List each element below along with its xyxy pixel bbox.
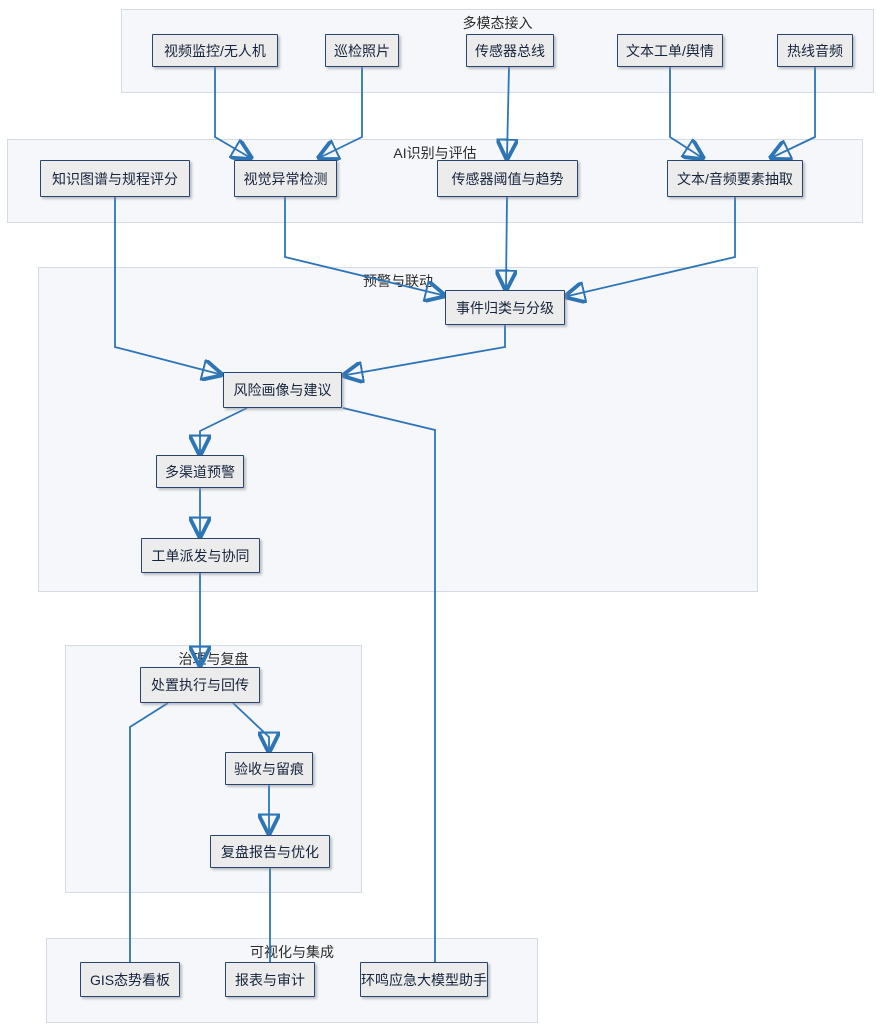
node-ticket-dispatch-collab: 工单派发与协同 xyxy=(141,538,260,573)
node-report-audit: 报表与审计 xyxy=(225,962,315,997)
group-title-multimodal-ingest: 多模态接入 xyxy=(462,15,533,31)
group-title-ai-recognition: AI识别与评估 xyxy=(393,145,477,161)
node-sensor-threshold-trend: 传感器阈值与趋势 xyxy=(437,160,578,197)
edge-ticket-to-extract xyxy=(669,67,701,157)
node-multichannel-warning: 多渠道预警 xyxy=(156,455,244,488)
node-llm-assistant: 环鸣应急大模型助手 xyxy=(360,962,488,997)
node-gis-dashboard: GIS态势看板 xyxy=(80,962,180,997)
edge-execute-to-gis xyxy=(129,702,169,962)
edge-threshold-to-classify xyxy=(506,196,507,287)
node-event-classification: 事件归类与分级 xyxy=(445,290,565,325)
group-warning-linkage: 预警与联动 xyxy=(38,267,758,592)
edge-execute-to-accept xyxy=(232,702,269,749)
node-visual-anomaly-detection: 视觉异常检测 xyxy=(234,160,337,197)
edge-hotline-to-extract xyxy=(773,67,816,157)
node-video-surveillance-drone: 视频监控/无人机 xyxy=(152,34,278,67)
edge-video-to-visual xyxy=(214,67,249,157)
node-acceptance-trace: 验收与留痕 xyxy=(225,752,313,785)
edge-risk-to-assistant xyxy=(342,407,436,962)
edge-extract-to-classify xyxy=(568,197,736,296)
group-title-warning-linkage: 预警与联动 xyxy=(363,273,433,289)
group-title-visualization-integration: 可视化与集成 xyxy=(250,944,334,960)
node-knowledge-graph-scoring: 知识图谱与规程评分 xyxy=(40,160,190,197)
edge-classify-to-risk xyxy=(346,325,506,375)
node-risk-profile-suggestion: 风险画像与建议 xyxy=(223,372,342,408)
edge-sensorbus-to-threshold xyxy=(507,66,509,156)
node-text-audio-extraction: 文本/音频要素抽取 xyxy=(667,160,803,197)
node-text-ticket-opinion: 文本工单/舆情 xyxy=(617,34,723,67)
node-hotline-audio: 热线音频 xyxy=(777,34,853,67)
edge-photo-to-visual xyxy=(321,67,363,157)
node-disposal-execution: 处置执行与回传 xyxy=(140,667,260,703)
node-inspection-photos: 巡检照片 xyxy=(325,34,399,67)
edge-visual-to-classify xyxy=(284,197,442,295)
node-review-report-optimize: 复盘报告与优化 xyxy=(210,835,330,868)
node-sensor-bus: 传感器总线 xyxy=(466,34,554,67)
edge-risk-to-channel xyxy=(200,407,248,452)
edge-knowledge-to-risk xyxy=(114,197,219,374)
